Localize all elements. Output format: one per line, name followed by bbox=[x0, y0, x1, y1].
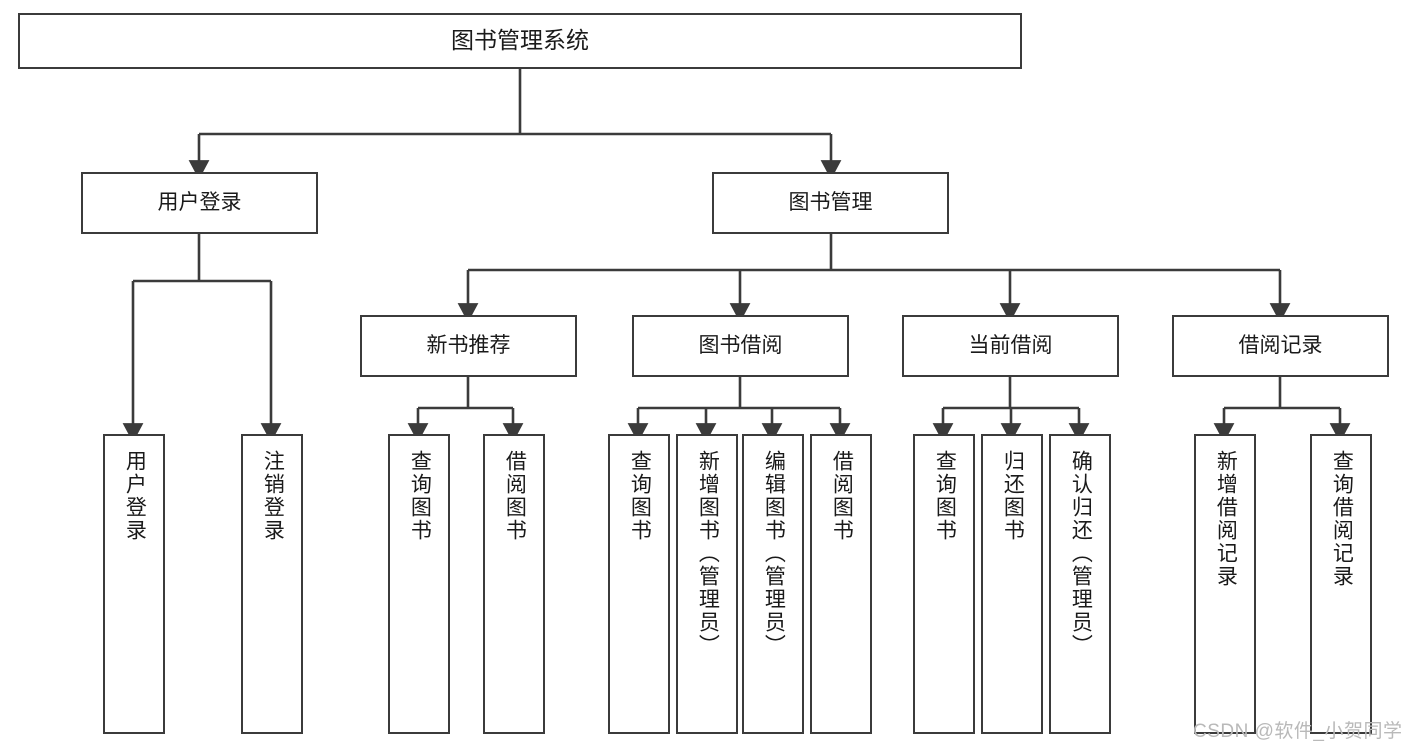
node-new-book-recommendation[interactable]: 新书推荐 bbox=[360, 315, 577, 377]
leaf-borrow-record-add[interactable]: 新增借阅记录 bbox=[1194, 434, 1256, 734]
node-label: 归还图书 bbox=[1001, 450, 1025, 542]
leaf-book-borrow-add-admin[interactable]: 新增图书（管理员） bbox=[676, 434, 738, 734]
leaf-current-borrow-confirm-return-admin[interactable]: 确认归还（管理员） bbox=[1049, 434, 1111, 734]
node-label: 借阅图书 bbox=[830, 450, 854, 542]
node-label: 借阅记录 bbox=[1238, 333, 1323, 357]
node-label: 用户登录 bbox=[157, 190, 242, 214]
node-label: 图书管理系统 bbox=[451, 27, 589, 54]
node-label: 确认归还（管理员） bbox=[1069, 450, 1093, 657]
leaf-user-login-login[interactable]: 用户登录 bbox=[103, 434, 165, 734]
leaf-book-borrow-edit-admin[interactable]: 编辑图书（管理员） bbox=[742, 434, 804, 734]
node-book-borrowing[interactable]: 图书借阅 bbox=[632, 315, 849, 377]
leaf-book-borrow-query[interactable]: 查询图书 bbox=[608, 434, 670, 734]
node-label: 图书管理 bbox=[788, 190, 873, 214]
node-label: 注销登录 bbox=[261, 450, 285, 542]
node-label: 新增图书（管理员） bbox=[696, 450, 720, 657]
node-label: 当前借阅 bbox=[968, 333, 1053, 357]
leaf-current-borrow-query[interactable]: 查询图书 bbox=[913, 434, 975, 734]
leaf-new-book-query[interactable]: 查询图书 bbox=[388, 434, 450, 734]
node-label: 查询图书 bbox=[628, 450, 652, 542]
leaf-new-book-borrow[interactable]: 借阅图书 bbox=[483, 434, 545, 734]
node-root-book-management-system[interactable]: 图书管理系统 bbox=[18, 13, 1022, 69]
csdn-watermark: CSDN @软件_小贺同学 bbox=[1193, 716, 1402, 743]
node-current-borrowing[interactable]: 当前借阅 bbox=[902, 315, 1119, 377]
node-label: 查询图书 bbox=[933, 450, 957, 542]
node-label: 查询图书 bbox=[408, 450, 432, 542]
leaf-borrow-record-query[interactable]: 查询借阅记录 bbox=[1310, 434, 1372, 734]
leaf-user-login-logout[interactable]: 注销登录 bbox=[241, 434, 303, 734]
node-borrowing-records[interactable]: 借阅记录 bbox=[1172, 315, 1389, 377]
node-book-management[interactable]: 图书管理 bbox=[712, 172, 949, 234]
leaf-current-borrow-return[interactable]: 归还图书 bbox=[981, 434, 1043, 734]
node-label: 图书借阅 bbox=[698, 333, 783, 357]
node-label: 新书推荐 bbox=[426, 333, 511, 357]
leaf-book-borrow-borrow[interactable]: 借阅图书 bbox=[810, 434, 872, 734]
node-label: 编辑图书（管理员） bbox=[762, 450, 786, 657]
node-label: 借阅图书 bbox=[503, 450, 527, 542]
node-label: 用户登录 bbox=[123, 450, 147, 542]
watermark-text: CSDN @软件_小贺同学 bbox=[1193, 721, 1403, 742]
node-label: 查询借阅记录 bbox=[1330, 450, 1354, 588]
node-label: 新增借阅记录 bbox=[1214, 450, 1238, 588]
node-user-login[interactable]: 用户登录 bbox=[81, 172, 318, 234]
